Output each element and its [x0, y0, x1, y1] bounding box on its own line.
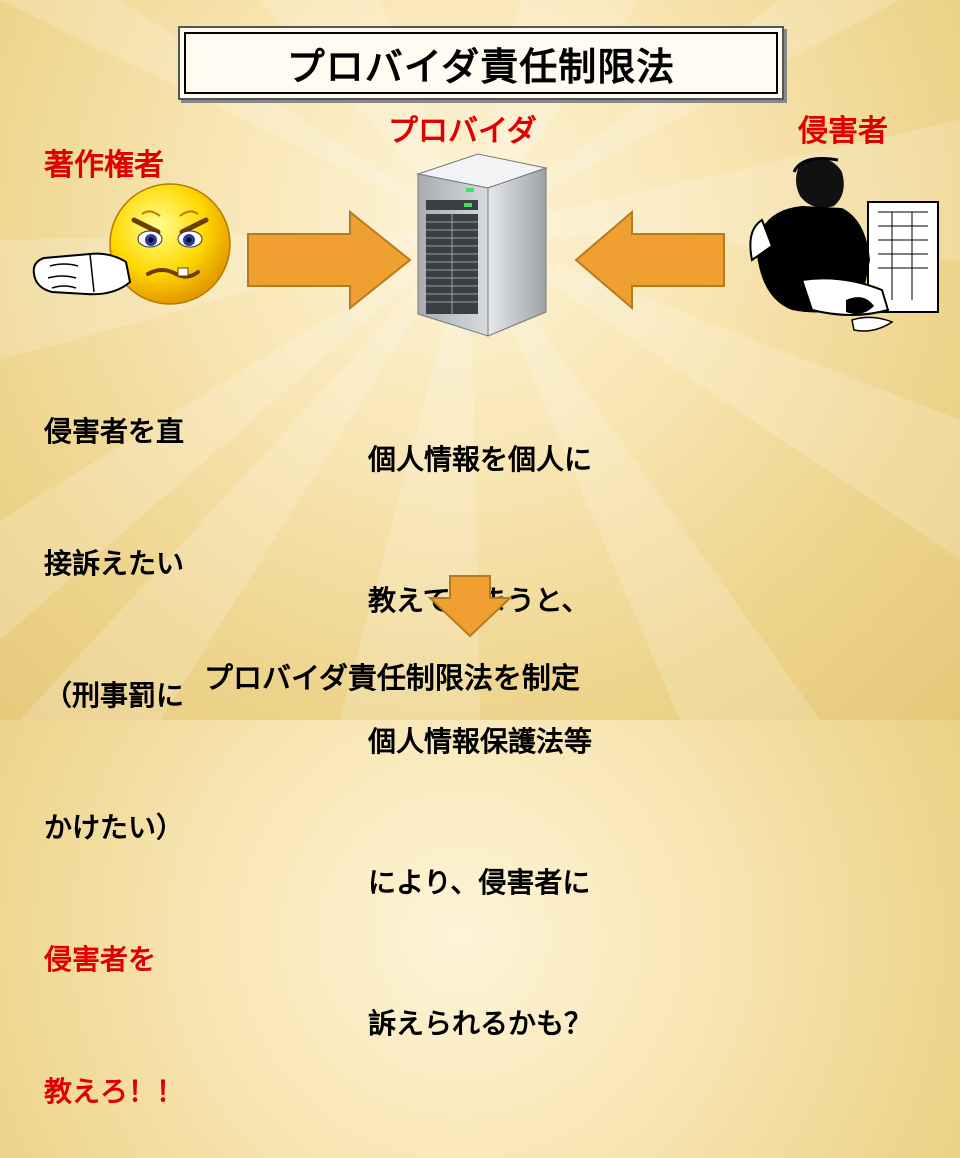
arrow-left-to-provider: [574, 209, 725, 311]
left-text-red-line: 侵害者を: [44, 943, 157, 976]
center-text-line: 訴えられるかも？: [368, 1007, 593, 1040]
left-text-line: 侵害者を直: [44, 415, 185, 448]
copyright-holder-text: 侵害者を直 接訴えたい （刑事罰に かけたい） 侵害者を 教えろ！！: [44, 322, 184, 1158]
pointing-hand-icon: [32, 252, 132, 296]
center-text-line: により、侵害者に: [368, 866, 591, 899]
left-text-line: （刑事罰に: [44, 679, 185, 712]
title-box: プロバイダ責任制限法: [178, 26, 784, 100]
angry-face-icon: [109, 183, 231, 305]
arrow-right-to-provider: [247, 209, 412, 311]
label-infringer: 侵害者: [798, 114, 888, 149]
left-text-line: 接訴えたい: [44, 547, 185, 580]
server-icon: [416, 153, 548, 337]
conclusion-text: プロバイダ責任制限法を制定: [204, 661, 580, 695]
center-text-line: 個人情報を個人に: [368, 443, 593, 476]
page-title: プロバイダ責任制限法: [184, 32, 778, 94]
provider-concern-text: 個人情報を個人に 教えてしまうと、 個人情報保護法等 により、侵害者に 訴えられ…: [368, 342, 592, 1094]
label-copyright-holder: 著作権者: [44, 148, 164, 183]
copyright-holder-illustration: [32, 183, 231, 305]
center-text-line: 個人情報保護法等: [368, 725, 593, 758]
left-text-red-line: 教えろ！！: [44, 1075, 185, 1108]
left-text-line: かけたい）: [44, 811, 185, 844]
label-provider: プロバイダ: [388, 114, 537, 149]
person-at-computer-icon: [749, 157, 939, 332]
arrow-down-to-conclusion: [428, 575, 512, 638]
